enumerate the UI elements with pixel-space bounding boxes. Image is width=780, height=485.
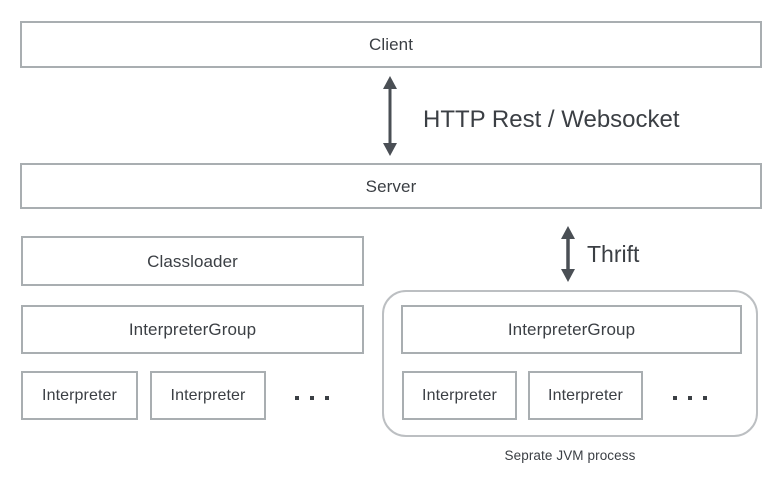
dot <box>310 396 314 400</box>
dot <box>688 396 692 400</box>
arrow-server-interpreter <box>559 226 577 287</box>
label-http-rest-websocket: HTTP Rest / Websocket <box>423 106 680 133</box>
double-arrow-vertical-icon <box>383 76 397 156</box>
caption-separate-jvm-process: Seprate JVM process <box>504 448 636 463</box>
dot <box>703 396 707 400</box>
node-classloader: Classloader <box>21 236 364 286</box>
ellipsis-left <box>295 393 329 403</box>
label-thrift: Thrift <box>587 241 640 267</box>
group-separate-jvm-process <box>382 290 758 437</box>
ellipsis-right <box>673 393 707 403</box>
dot <box>295 396 299 400</box>
node-client: Client <box>20 21 762 68</box>
node-interpreter-group-left: InterpreterGroup <box>21 305 364 354</box>
node-server: Server <box>20 163 762 209</box>
dot <box>325 396 329 400</box>
node-interpreter-group-right: InterpreterGroup <box>401 305 742 354</box>
node-interpreter-left-2: Interpreter <box>150 371 266 420</box>
double-arrow-vertical-icon <box>561 226 575 282</box>
dot <box>673 396 677 400</box>
node-interpreter-right-1: Interpreter <box>402 371 517 420</box>
arrow-client-server <box>381 76 399 161</box>
node-interpreter-left-1: Interpreter <box>21 371 138 420</box>
node-interpreter-right-2: Interpreter <box>528 371 643 420</box>
